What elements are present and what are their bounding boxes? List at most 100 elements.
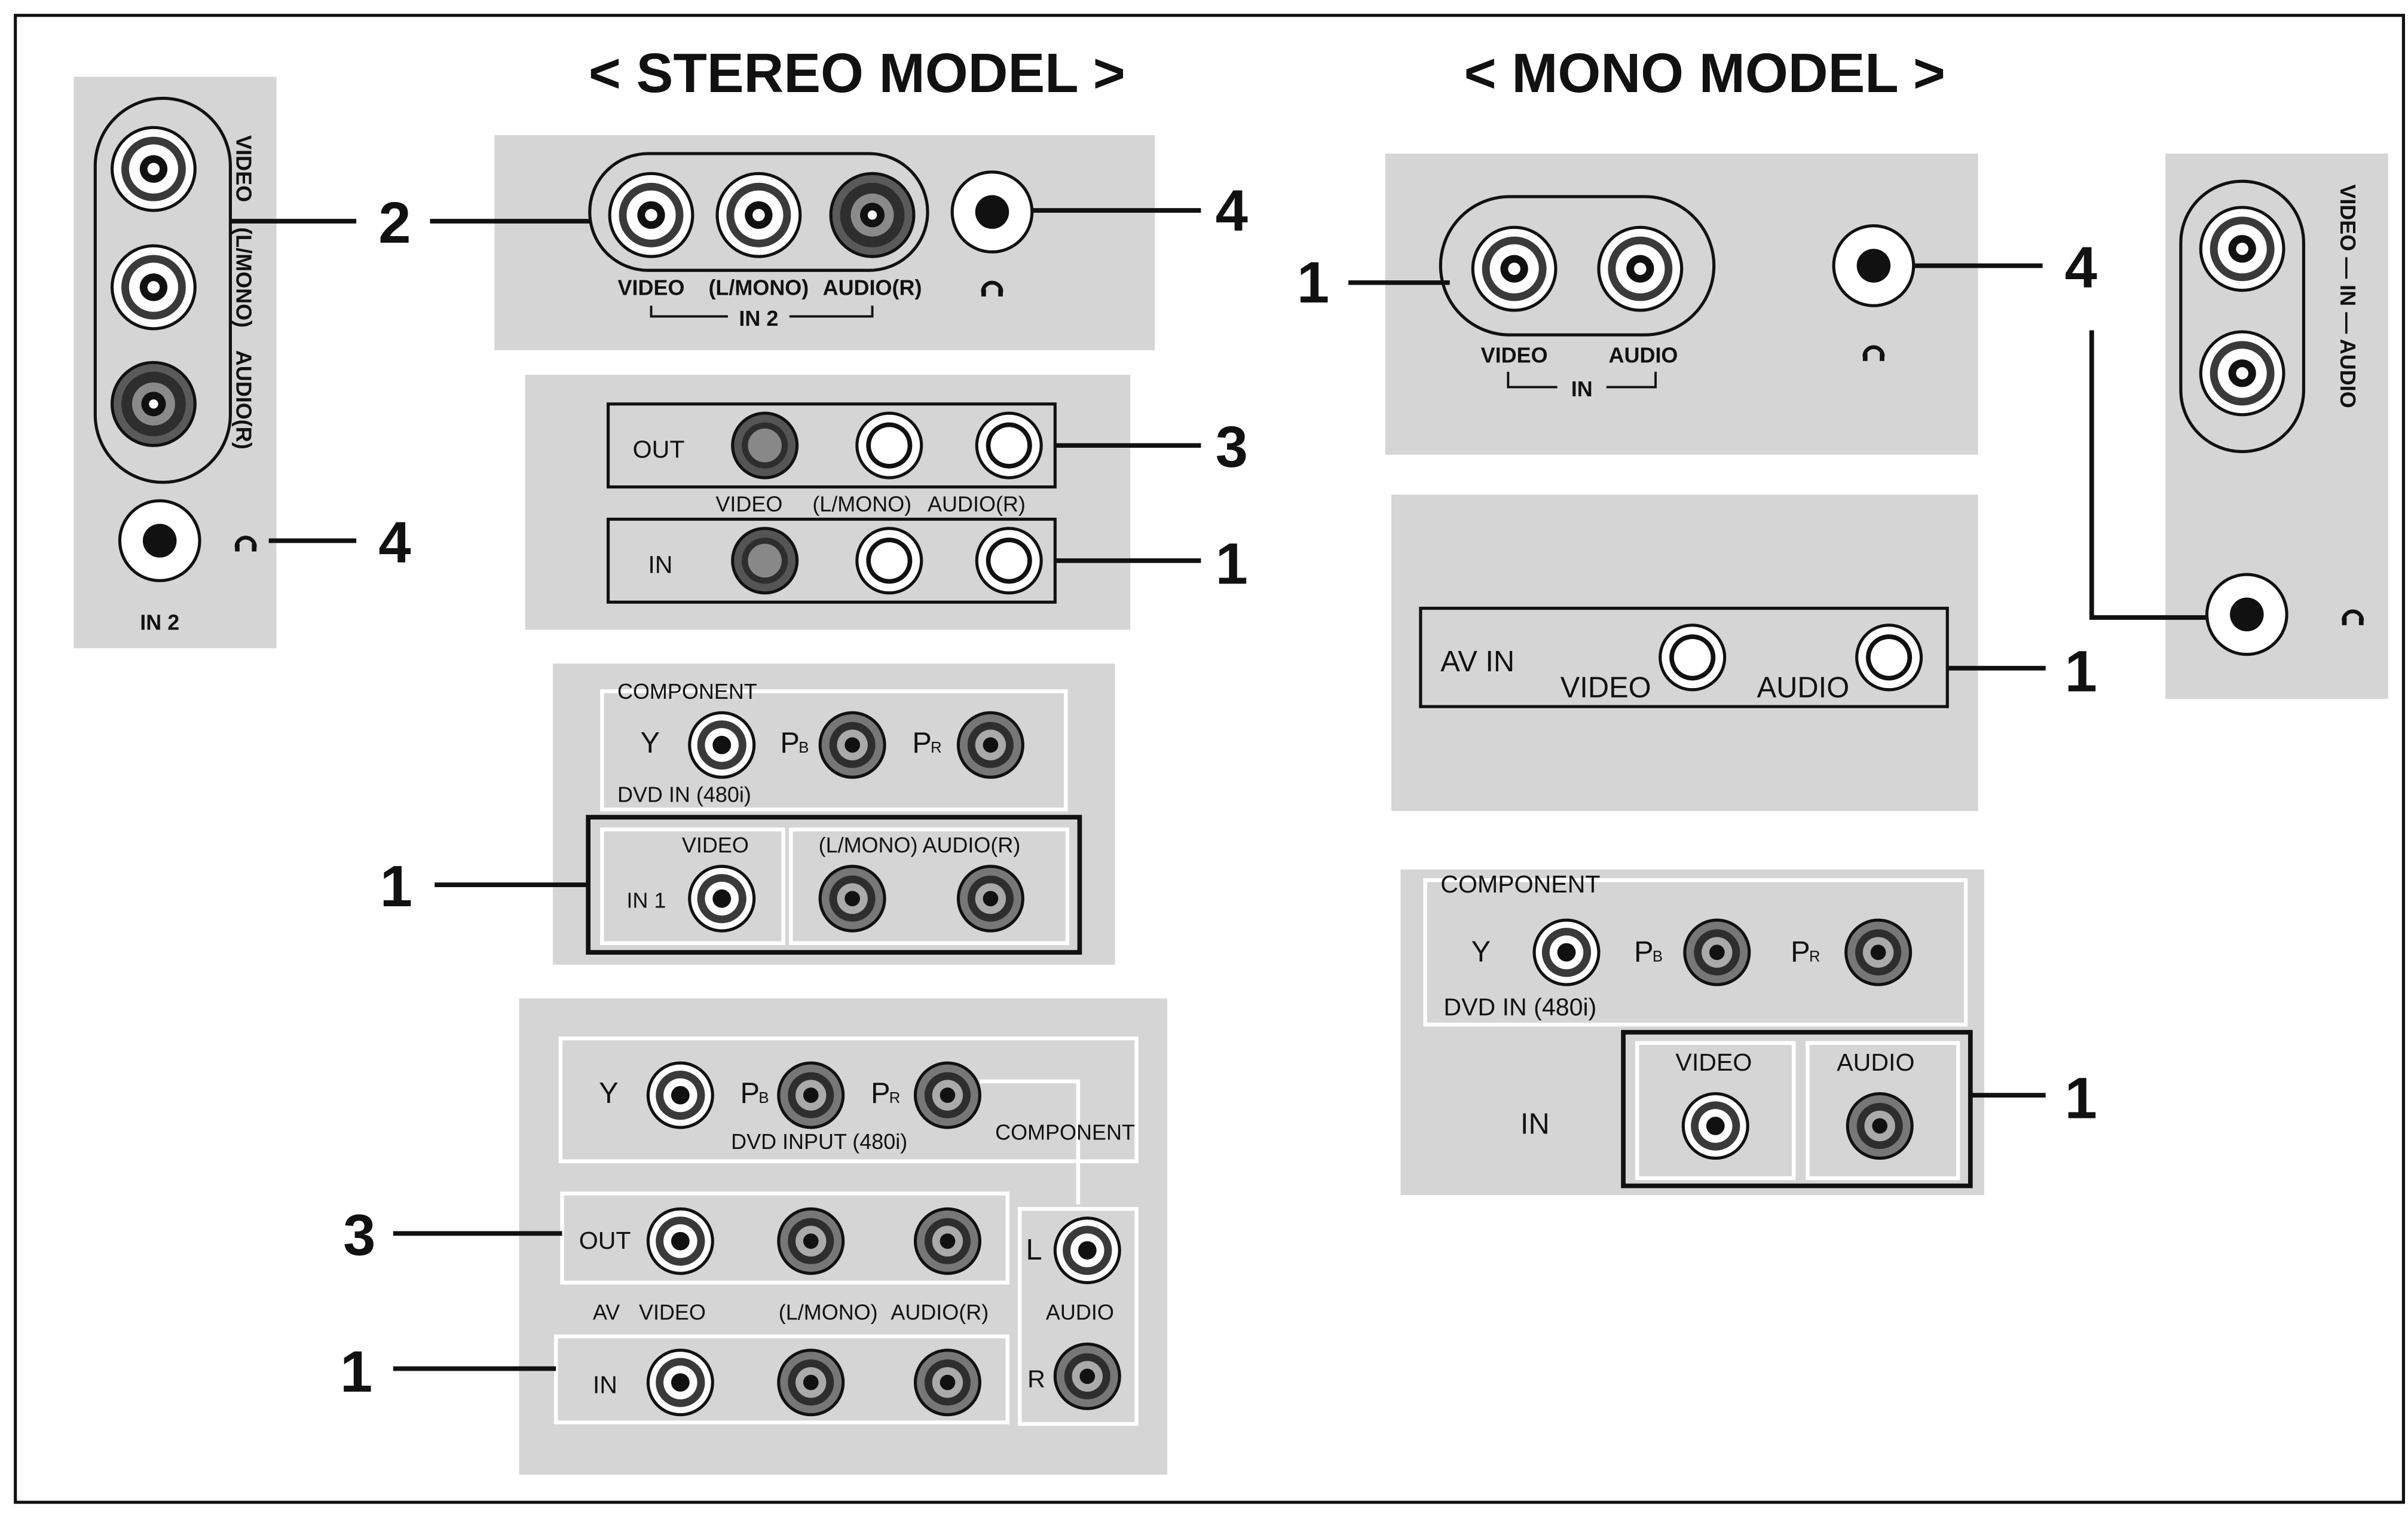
oi-lmono-label: (L/MONO) [812, 492, 911, 516]
mono-comp-video-label: VIDEO [1675, 1049, 1752, 1076]
comp-video-label: VIDEO [682, 833, 749, 857]
mono-av-audio-jack[interactable] [1857, 625, 1921, 690]
stereo-large-panel: Y P B P R DVD INPUT (480i) COMPONENT OUT… [340, 998, 1167, 1475]
in-video-jack[interactable] [733, 528, 797, 593]
side-audio-r-label: AUDIO(R) [232, 350, 256, 450]
mono-side-headphone-jack[interactable] [2207, 574, 2287, 655]
large-component-label: COMPONENT [995, 1120, 1135, 1145]
large-pb-jack[interactable] [779, 1063, 843, 1127]
side-lmono-jack[interactable] [112, 246, 195, 329]
top-callout-4: 4 [1216, 178, 1248, 243]
headphone-icon [981, 280, 1003, 297]
side-lmono-label: (L/MONO) [232, 227, 256, 328]
out-label: OUT [633, 436, 685, 463]
stereo-component-panel: COMPONENT Y P B P R DVD IN (480i) VIDEO … [380, 664, 1115, 965]
in1-audio-r-jack[interactable] [958, 866, 1023, 931]
comp-y: Y [641, 727, 660, 759]
out-lmono-jack[interactable] [857, 413, 922, 478]
in-lmono-jack[interactable] [857, 528, 922, 593]
mono-av-audio-label: AUDIO [1757, 672, 1850, 704]
large-out-video-jack[interactable] [648, 1209, 712, 1273]
large-audio-r-jack[interactable] [1055, 1344, 1119, 1408]
comp-pr-jack[interactable] [958, 713, 1023, 777]
mono-av-video-jack[interactable] [1660, 625, 1725, 690]
mono-comp-pb-jack[interactable] [1685, 920, 1749, 985]
mono-av-in-label: AV IN [1440, 646, 1514, 678]
mono-comp-callout-1: 1 [2065, 1066, 2097, 1131]
comp-pr-sub: R [931, 739, 942, 756]
large-audio-l-jack[interactable] [1055, 1218, 1119, 1283]
stereo-title: < STEREO MODEL > [589, 42, 1125, 104]
large-y: Y [599, 1077, 619, 1109]
comp-in1-label: IN 1 [626, 888, 666, 913]
side-headphone-jack[interactable] [120, 501, 200, 581]
in-audio-r-jack[interactable] [977, 528, 1041, 593]
top-headphone-jack[interactable] [952, 172, 1032, 252]
large-y-jack[interactable] [648, 1063, 712, 1127]
comp-audio-label: (L/MONO) AUDIO(R) [819, 833, 1021, 857]
in1-video-jack[interactable] [690, 866, 754, 931]
large-dvd-label: DVD INPUT (480i) [731, 1129, 907, 1154]
large-in-lmono-jack[interactable] [779, 1350, 843, 1415]
side-video-label: VIDEO [232, 135, 256, 202]
mono-comp-video-jack[interactable] [1683, 1094, 1748, 1159]
large-r-label: R [1027, 1365, 1045, 1392]
oi-callout-1: 1 [1216, 531, 1248, 596]
large-out-label: OUT [579, 1227, 631, 1254]
side-callout-2: 2 [378, 190, 411, 255]
mono-comp-y-jack[interactable] [1534, 920, 1599, 985]
side-audio-r-jack[interactable] [112, 362, 195, 445]
large-pb-sub: B [758, 1090, 769, 1107]
top-lmono-label: (L/MONO) [708, 275, 809, 299]
mono-av-callout-1: 1 [2065, 638, 2097, 704]
side-video-jack[interactable] [112, 127, 195, 210]
mono-comp-label: COMPONENT [1440, 870, 1600, 898]
top-in2-label: IN 2 [739, 306, 778, 331]
comp-pb: P [780, 727, 800, 759]
in1-lmono-jack[interactable] [820, 866, 885, 931]
side-in2-label: IN 2 [140, 610, 179, 635]
large-pr-sub: R [889, 1090, 901, 1107]
oi-video-label: VIDEO [715, 492, 782, 516]
large-pr-jack[interactable] [915, 1063, 980, 1127]
top-lmono-jack[interactable] [717, 173, 800, 256]
mono-side-video-jack[interactable] [2201, 207, 2284, 291]
large-out-audio-r-jack[interactable] [915, 1209, 980, 1273]
mono-top-headphone-jack[interactable] [1834, 226, 1914, 306]
large-lmono-label: (L/MONO) [779, 1300, 878, 1324]
mono-comp-audio-jack[interactable] [1847, 1094, 1912, 1159]
large-in-audio-r-jack[interactable] [915, 1350, 980, 1415]
mono-top-video-jack[interactable] [1473, 227, 1556, 310]
mono-component-panel: COMPONENT Y P B P R DVD IN (480i) IN VID… [1400, 869, 2097, 1196]
mono-av-video-label: VIDEO [1561, 672, 1651, 704]
comp-pr: P [912, 727, 932, 759]
out-audio-r-jack[interactable] [977, 413, 1041, 478]
large-in-video-jack[interactable] [648, 1350, 712, 1415]
in-label: IN [648, 551, 672, 578]
mono-comp-pr-sub: R [1809, 949, 1820, 965]
out-video-jack[interactable] [733, 413, 797, 478]
oi-callout-3: 3 [1216, 414, 1248, 479]
outer-frame [14, 14, 2405, 1504]
large-out-lmono-jack[interactable] [779, 1209, 843, 1273]
large-l-label: L [1026, 1234, 1042, 1266]
mono-comp-pb: P [1634, 936, 1654, 968]
mono-comp-audio-label: AUDIO [1837, 1049, 1914, 1076]
mono-top-audio-label: AUDIO [1609, 343, 1678, 367]
mono-side-label: VIDEO — IN — AUDIO [2336, 184, 2360, 408]
comp-pb-sub: B [798, 739, 809, 756]
mono-top-in-label: IN [1571, 377, 1593, 401]
oi-audio-r-label: AUDIO(R) [928, 492, 1026, 516]
comp-y-jack[interactable] [690, 713, 754, 777]
mono-side-audio-jack[interactable] [2201, 332, 2284, 415]
top-audio-r-label: AUDIO(R) [823, 275, 922, 299]
stereo-top-panel: VIDEO (L/MONO) AUDIO(R) IN 2 4 [430, 135, 1248, 350]
stereo-side-panel: VIDEO (L/MONO) AUDIO(R) IN 2 2 4 [74, 77, 411, 649]
top-audio-r-jack[interactable] [831, 173, 914, 256]
comp-pb-jack[interactable] [820, 713, 885, 777]
top-video-jack[interactable] [610, 173, 693, 256]
headphone-icon [234, 536, 257, 552]
mono-comp-pb-sub: B [1653, 949, 1663, 965]
mono-comp-pr-jack[interactable] [1846, 920, 1911, 985]
mono-top-audio-jack[interactable] [1599, 227, 1682, 310]
